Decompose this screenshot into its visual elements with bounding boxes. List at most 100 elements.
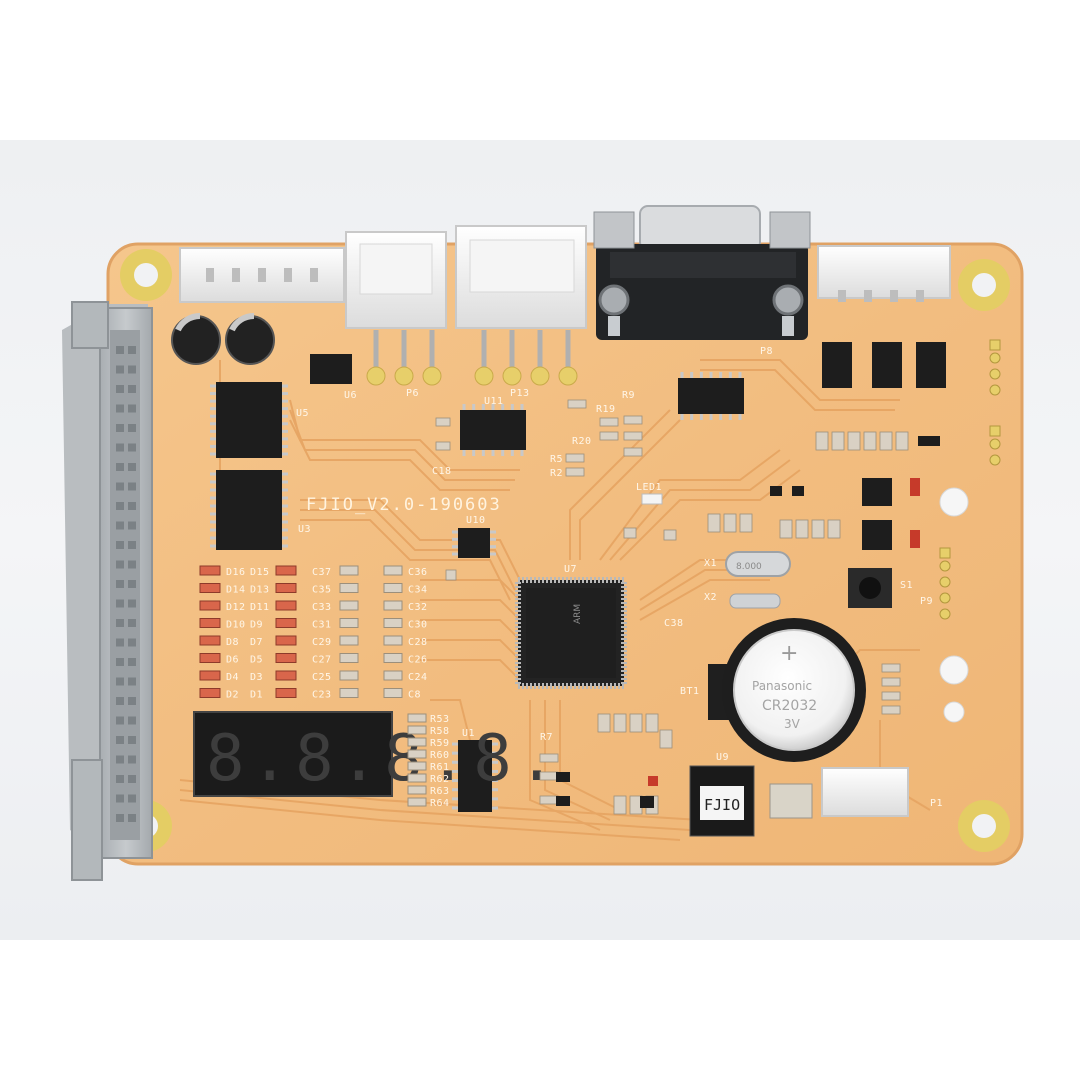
ic-leg [282, 437, 288, 441]
resistor-smd [407, 749, 427, 759]
idc-pin-row [116, 346, 136, 822]
idc-pin [116, 463, 124, 471]
board-title-silkscreen: FJIO_V2.0-190603 [306, 495, 502, 515]
diode-label: D2 [226, 690, 239, 701]
diode-label: D5 [250, 655, 263, 666]
resistor-smd [407, 785, 427, 795]
regulator-u6 [310, 354, 352, 384]
idc-pin [128, 814, 136, 822]
ic-leg [510, 450, 514, 456]
ic-leg [282, 512, 288, 516]
idc-pin [128, 580, 136, 588]
ic-leg [210, 392, 216, 396]
idc-pin [116, 560, 124, 569]
capacitor-label: C8 [408, 690, 421, 701]
capacitor-smd [339, 583, 359, 593]
ic-leg [210, 520, 216, 524]
resistor-label: R53 [430, 714, 450, 725]
idc-ribbon-connector [62, 301, 153, 881]
ic-leg [452, 769, 458, 773]
capacitor-smd [383, 565, 403, 576]
label-r19: R19 [596, 404, 616, 415]
capacitor-icon [171, 312, 275, 365]
idc-pin [128, 463, 136, 471]
capacitor-smd [383, 670, 403, 681]
ic-leg [452, 537, 458, 541]
idc-pin [128, 794, 136, 803]
diode [199, 635, 221, 646]
idc-pin [116, 755, 124, 764]
diode [275, 670, 297, 681]
idc-pin [116, 658, 124, 666]
label-r7: R7 [540, 732, 553, 743]
ic-leg [282, 488, 288, 492]
capacitor-label: C37 [312, 567, 332, 578]
small-white-connector-bottom [821, 767, 909, 817]
ic-leg [210, 496, 216, 500]
diode [199, 565, 221, 576]
ic-leg [452, 779, 458, 783]
ic-leg [699, 372, 703, 378]
label-p9: P9 [920, 596, 933, 607]
diode [199, 688, 221, 698]
ic-leg [210, 536, 216, 540]
idc-pin [128, 677, 136, 686]
ic-leg [481, 450, 485, 456]
ic-leg [738, 414, 742, 420]
ic-leg [210, 452, 216, 456]
label-s1: S1 [900, 580, 913, 591]
leds-right [910, 478, 969, 723]
ic-leg [728, 372, 732, 378]
label-p8: P8 [760, 346, 773, 357]
label-bt1: BT1 [680, 686, 700, 697]
diode [199, 583, 221, 593]
diode [199, 653, 221, 663]
battery-plus: + [780, 641, 798, 666]
diode-label: D14 [226, 585, 246, 596]
ic-leg [472, 404, 476, 410]
idc-pin [116, 404, 124, 413]
capacitor-smd [339, 600, 359, 611]
idc-pin [116, 775, 124, 783]
capacitor-label: C26 [408, 655, 428, 666]
ic-leg [282, 544, 288, 548]
idc-pin [128, 658, 136, 666]
capacitor-label: C24 [408, 672, 428, 683]
resistor-label: R61 [430, 762, 450, 773]
idc-pin [128, 560, 136, 569]
diode [275, 653, 297, 663]
capacitor-smd [383, 600, 403, 611]
diode [199, 618, 221, 628]
capacitor-label: C28 [408, 637, 428, 648]
diode [275, 600, 297, 611]
crystal-icon: 8.000 [725, 551, 791, 577]
ic-leg [490, 537, 496, 541]
idc-pin [128, 755, 136, 764]
label-r5: R5 [550, 454, 563, 465]
label-c18: C18 [432, 466, 452, 477]
capacitor-smd [383, 583, 403, 593]
ic-leg [210, 472, 216, 476]
crystal-x2 [729, 593, 781, 609]
ic-leg [282, 399, 288, 403]
ic-leg [452, 751, 458, 755]
idc-pin [128, 716, 136, 725]
label-p1: P1 [930, 798, 943, 809]
ic-u1 [458, 740, 492, 812]
crystal-marking: 8.000 [736, 562, 762, 572]
label-u5: U5 [296, 408, 309, 419]
small-ics-right [862, 436, 928, 550]
ic-leg [490, 530, 496, 534]
ic-leg [680, 372, 684, 378]
ic-leg [282, 472, 288, 476]
idc-pin [116, 736, 124, 744]
idc-pin [116, 502, 124, 510]
ic-leg [210, 384, 216, 388]
label-u3: U3 [298, 524, 311, 535]
diode-label: D6 [226, 655, 239, 666]
mcu-u7: ARM [515, 577, 627, 689]
ic-leg [680, 414, 684, 420]
idc-pin [128, 385, 136, 393]
resistor-label: R64 [430, 798, 450, 809]
